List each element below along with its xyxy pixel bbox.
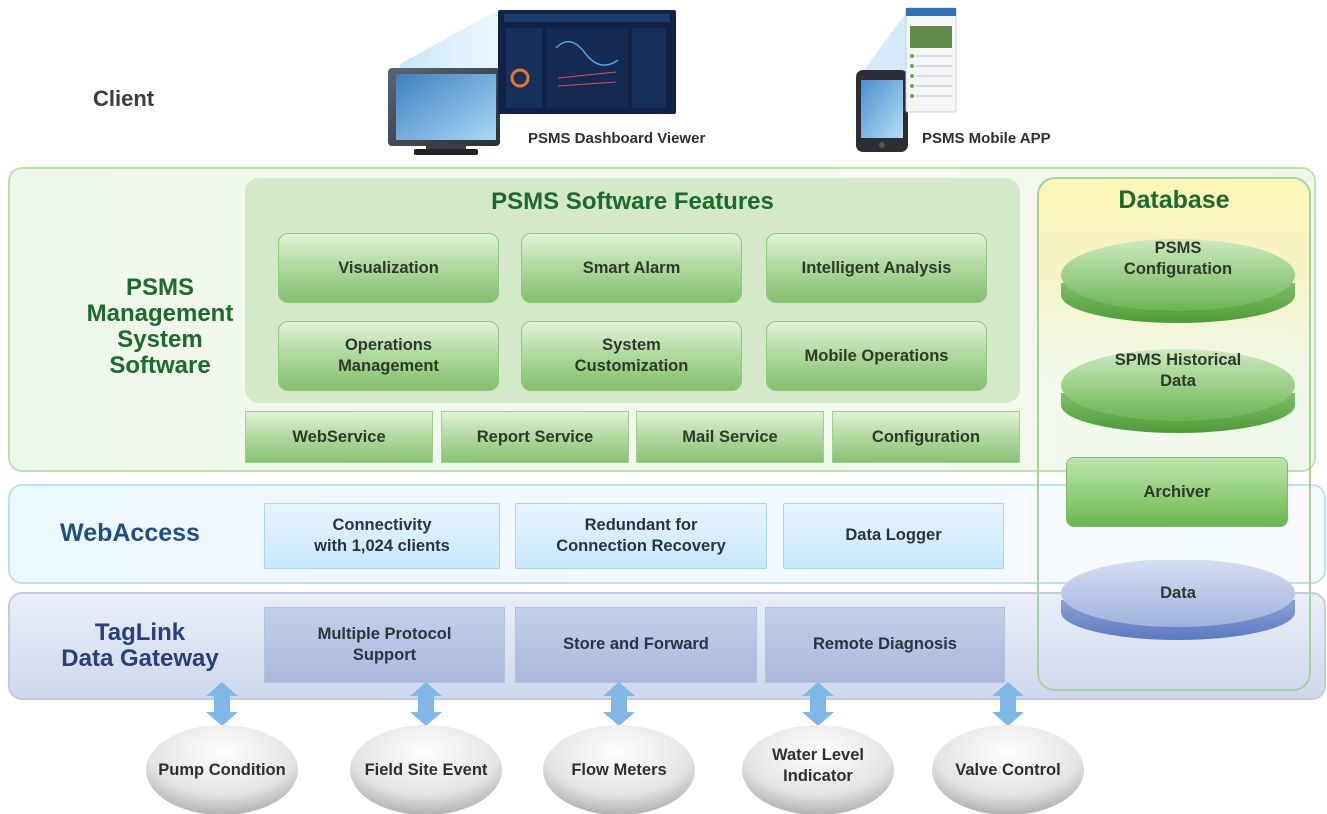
management-label-line: Software xyxy=(109,351,211,379)
field-device-ovals xyxy=(146,725,1084,814)
device-label: Field Site Event xyxy=(364,761,488,779)
taglink-tier-label: TagLink Data Gateway xyxy=(30,620,250,672)
feature-label: Operations xyxy=(344,336,433,355)
taglink-item-label: Multiple Protocol xyxy=(317,624,452,643)
arrow-pump xyxy=(206,682,238,726)
feature-mobile-operations: Mobile Operations xyxy=(766,321,987,391)
webaccess-item-label: Data Logger xyxy=(845,526,942,545)
device-field-site-event: Field Site Event xyxy=(346,760,506,781)
taglink-store-forward: Store and Forward xyxy=(515,607,757,683)
config-line: PSMS xyxy=(1154,239,1202,257)
webaccess-item-label: Redundant for xyxy=(584,515,698,534)
taglink-multiple-protocol: Multiple Protocol Support xyxy=(264,607,505,683)
service-configuration: Configuration xyxy=(832,411,1020,463)
feature-intelligent-analysis: Intelligent Analysis xyxy=(766,233,987,303)
taglink-item-label: Store and Forward xyxy=(563,635,709,654)
taglink-label-line: TagLink xyxy=(94,619,186,646)
management-tier-label: PSMS Management System Software xyxy=(60,275,260,379)
device-oval-pump xyxy=(146,725,298,814)
service-report: Report Service xyxy=(441,411,629,463)
service-webservice: WebService xyxy=(245,411,433,463)
feature-label: Management xyxy=(338,357,439,375)
archiver-box: Archiver xyxy=(1066,457,1288,527)
device-water-level-indicator: Water Level Indicator xyxy=(738,745,898,788)
feature-label: Mobile Operations xyxy=(804,346,949,365)
feature-system-customization: System Customization xyxy=(521,321,742,391)
software-features-title: PSMS Software Features xyxy=(491,188,774,215)
data-cylinder xyxy=(1061,560,1295,640)
feature-label: Customization xyxy=(574,357,689,375)
device-oval-field-site xyxy=(350,725,502,814)
arrow-flow-meters xyxy=(603,682,635,726)
historical-line: Data xyxy=(1160,372,1196,391)
feature-label: Intelligent Analysis xyxy=(801,258,952,277)
feature-label: Smart Alarm xyxy=(582,258,681,277)
device-flow-meters: Flow Meters xyxy=(539,760,699,781)
arrow-valve-control xyxy=(992,682,1024,726)
webaccess-tier-label: WebAccess xyxy=(60,519,200,547)
webaccess-item-label: Connectivity xyxy=(332,515,432,534)
management-label-line: Management xyxy=(86,299,234,327)
webaccess-data-logger: Data Logger xyxy=(783,503,1004,569)
webaccess-item-label: with 1,024 clients xyxy=(314,537,450,555)
device-valve-control: Valve Control xyxy=(928,760,1088,781)
device-pump-condition: Pump Condition xyxy=(142,760,302,781)
device-oval-flow-meters xyxy=(543,725,695,814)
historical-cylinder-top xyxy=(1061,349,1295,421)
config-line: Configuration xyxy=(1123,260,1233,279)
feature-visualization: Visualization xyxy=(278,233,499,303)
device-label: Valve Control xyxy=(955,761,1061,779)
management-label-line: System xyxy=(117,325,203,353)
historical-line: SPMS Historical xyxy=(1114,351,1242,369)
taglink-label-line: Data Gateway xyxy=(61,644,219,672)
device-oval-water-level xyxy=(742,725,894,814)
feature-operations-management: Operations Management xyxy=(278,321,499,391)
database-title: Database xyxy=(1118,186,1230,214)
database-cylinders xyxy=(1061,239,1295,433)
taglink-item-label: Support xyxy=(352,646,417,664)
webaccess-item-label: Connection Recovery xyxy=(556,537,726,555)
dashboard-monitor-icon xyxy=(388,10,676,155)
feature-label: System xyxy=(602,336,661,355)
data-cylinder-top xyxy=(1061,560,1295,627)
dashboard-viewer-caption: PSMS Dashboard Viewer xyxy=(528,130,706,147)
config-cylinder-top xyxy=(1061,239,1295,311)
taglink-item-label: Remote Diagnosis xyxy=(813,635,957,654)
data-cylinder-label: Data xyxy=(1160,584,1196,602)
device-label: Flow Meters xyxy=(571,761,667,779)
mobile-phone-icon xyxy=(856,7,957,152)
device-arrows xyxy=(206,682,1024,726)
device-oval-valve-control xyxy=(932,725,1084,814)
taglink-remote-diagnosis: Remote Diagnosis xyxy=(765,607,1005,683)
historical-cylinder-label: SPMS Historical Data xyxy=(1050,350,1306,393)
config-cylinder-label: PSMS Configuration xyxy=(1050,238,1306,281)
device-label: Indicator xyxy=(783,767,853,786)
device-label: Water Level xyxy=(771,746,864,764)
feature-label: Visualization xyxy=(338,258,439,277)
mobile-app-caption: PSMS Mobile APP xyxy=(922,130,1051,147)
feature-smart-alarm: Smart Alarm xyxy=(521,233,742,303)
management-label-line: PSMS xyxy=(125,274,194,301)
client-label: Client xyxy=(93,86,155,111)
webaccess-redundant: Redundant for Connection Recovery xyxy=(515,503,767,569)
arrow-field-site xyxy=(410,682,442,726)
webaccess-connectivity: Connectivity with 1,024 clients xyxy=(264,503,500,569)
device-label: Pump Condition xyxy=(158,761,286,779)
service-mail: Mail Service xyxy=(636,411,824,463)
arrow-water-level xyxy=(802,682,834,726)
